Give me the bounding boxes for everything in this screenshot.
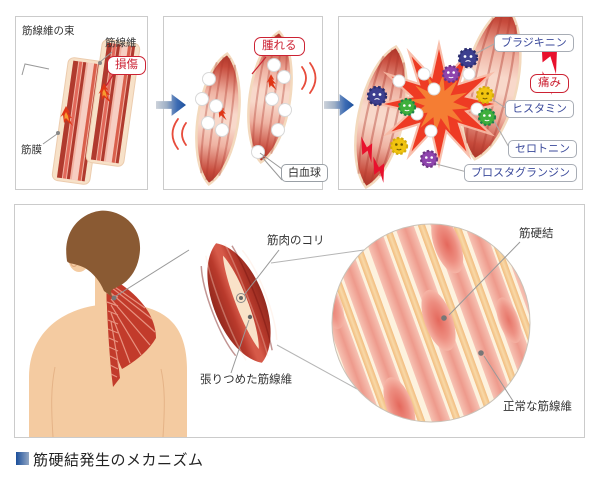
- bradykinin-germ-icon: [366, 85, 388, 107]
- wbc-leader-line: [261, 156, 283, 181]
- knot-ring: [236, 293, 246, 303]
- stage2-illustration: [171, 30, 317, 186]
- damage-leader-line: [105, 74, 114, 87]
- muscle-spindle: [200, 243, 278, 363]
- tense-leader-line: [230, 319, 250, 374]
- fiber-leader-line: [99, 51, 113, 63]
- magnify-line-top: [270, 249, 365, 264]
- tense-fiber-dot: [247, 314, 253, 320]
- swelling-label: 腫れる: [254, 37, 305, 56]
- serotonin-germ-icon: [477, 107, 497, 127]
- hardening-leader-line: [448, 241, 521, 316]
- caption-bullet-icon: [16, 452, 29, 465]
- neck-leader-dot: [111, 295, 117, 301]
- fascia-leader-line: [42, 133, 58, 145]
- damage-label: 損傷: [107, 56, 146, 75]
- damage-flame-icon: [60, 106, 73, 126]
- person-back-figure: [29, 210, 187, 437]
- mechanism-illustration: [29, 210, 531, 437]
- serotonin-label: セロトニン: [508, 140, 577, 159]
- normal-leader-line: [483, 355, 514, 402]
- pain-label: 痛み: [530, 74, 569, 93]
- trapezius-muscle: [106, 277, 156, 387]
- fascia-leader-dot: [56, 131, 60, 135]
- histamine-germ-icon: [389, 136, 409, 156]
- wbc-label: 白血球: [281, 164, 328, 183]
- hardening-dot: [441, 315, 447, 321]
- damage-flame-icon: [98, 83, 111, 103]
- bundle-label: 筋線維の束: [22, 25, 75, 37]
- bundle-bracket: [21, 63, 50, 76]
- stage2-panel: 腫れる 白血球: [163, 16, 328, 190]
- prostaglandin-label: プロスタグランジン: [464, 164, 577, 183]
- white-blood-cells: [195, 58, 292, 159]
- fiber-label: 筋線維: [105, 37, 137, 49]
- inflammation-starburst-icon: [374, 39, 504, 169]
- muscle-knot-label: 筋肉のコリ: [267, 235, 325, 247]
- normal-fiber-dot: [478, 350, 484, 356]
- magnify-line-bottom: [276, 344, 358, 390]
- knot-dot: [239, 296, 243, 300]
- hardening-label: 筋硬結: [519, 228, 554, 240]
- swollen-bundle-left: [195, 52, 241, 186]
- caption-title: 筋硬結発生のメカニズム: [33, 452, 204, 469]
- circle-outline: [331, 223, 531, 423]
- histamine-germ-icon: [475, 85, 495, 105]
- bradykinin-germ-icon: [457, 47, 479, 69]
- wbc-leader-line: [259, 152, 283, 170]
- knot-leader-line: [243, 249, 280, 296]
- prostaglandin-germ-icon: [419, 149, 439, 169]
- normal-fiber-label: 正常な筋線維: [503, 401, 572, 413]
- stage1-panel: 筋線維の束 筋線維 損傷 筋膜: [15, 16, 148, 190]
- white-blood-cells: [392, 67, 484, 138]
- vibration-arcs-left: [171, 118, 187, 150]
- stage3-panel: ブラジキニン 痛み ヒスタミン セロトニン プロスタグランジン: [338, 16, 583, 190]
- serotonin-germ-icon: [397, 97, 417, 117]
- vibration-arcs-right: [301, 62, 317, 94]
- fascia-label: 筋膜: [21, 144, 42, 156]
- hair: [66, 210, 141, 297]
- bradykinin-label: ブラジキニン: [494, 34, 574, 53]
- fiber-leader-dot: [98, 61, 102, 65]
- damage-flame-icon: [266, 74, 277, 91]
- prostaglandin-germ-icon: [441, 64, 461, 84]
- swelling-leader-line: [251, 56, 267, 75]
- neck-to-spindle-line: [115, 249, 190, 297]
- tense-fiber-label: 張りつめた筋線維: [200, 374, 293, 386]
- substance-leader-lines: [435, 42, 511, 173]
- mechanism-panel: 筋肉のコリ 張りつめた筋線維 筋硬結 正常な筋線維: [14, 204, 585, 438]
- histamine-label: ヒスタミン: [505, 100, 574, 119]
